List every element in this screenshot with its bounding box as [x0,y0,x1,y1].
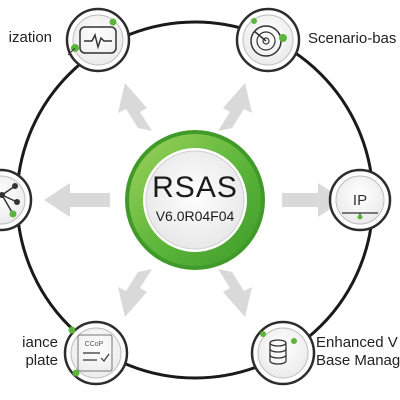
label-bottom-left-line2: plate [25,352,58,369]
network-share-icon [0,183,20,218]
label-bottom-right-line2: Base Manag [316,352,400,369]
arrow-right [282,183,344,217]
ip-icon-text: IP [353,192,367,209]
arrow-down-left [118,269,152,317]
node-right[interactable]: IP [328,168,392,232]
label-bottom-right-line1: Enhanced V [316,334,398,351]
checklist-document-icon: CCoP [68,326,113,377]
node-top-left[interactable] [65,7,131,73]
radar-icon [250,18,287,57]
center-title: RSAS [152,171,238,204]
node-top-right[interactable] [235,7,301,73]
label-bottom-left: iance plate [0,334,58,370]
node-bottom-right[interactable] [250,320,316,386]
label-top-right-text: Scenario-bas [308,30,397,47]
arrow-up-right [218,83,252,131]
center-node: RSAS V6.0R04F04 [125,130,265,270]
arrow-down-right [218,269,252,317]
label-top-left-text: ization [8,29,52,46]
arrows [44,83,344,317]
center-version: V6.0R04F04 [156,208,235,224]
label-bottom-right: Enhanced V Base Manag [316,334,400,370]
label-top-right: Scenario-bas [308,30,400,48]
heartbeat-monitor-icon [67,18,117,56]
arrow-left [44,183,110,217]
label-top-left: ization [0,29,52,47]
ccop-icon-text: CCoP [85,341,104,348]
node-bottom-left[interactable]: CCoP [63,320,129,386]
database-icon [260,331,297,365]
arrow-up-left [118,83,152,131]
label-bottom-left-line1: iance [22,334,58,351]
node-left[interactable] [0,168,33,232]
ip-icon: IP [342,192,378,220]
